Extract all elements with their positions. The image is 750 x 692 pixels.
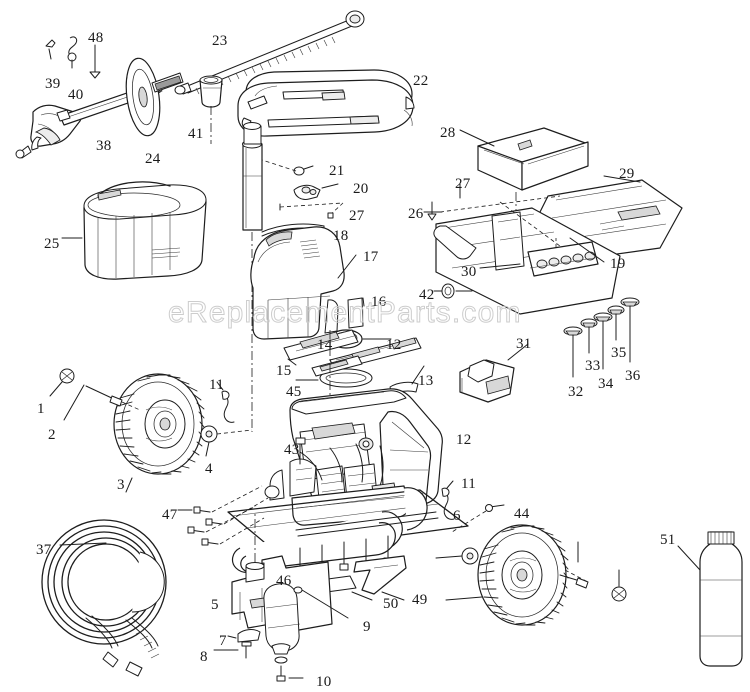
pointer-48	[89, 44, 101, 79]
callout-32: 32	[568, 384, 584, 400]
wheel-left-hardware	[49, 368, 253, 457]
decal-group	[283, 329, 422, 410]
screws-group	[563, 297, 640, 378]
callout-46: 46	[276, 573, 292, 589]
pump-housing	[213, 512, 349, 682]
callout-11-right: 11	[461, 476, 477, 492]
callout-35: 35	[611, 345, 627, 361]
callout-24: 24	[145, 151, 161, 167]
callout-28: 28	[440, 125, 456, 141]
callout-12: 12	[456, 432, 472, 448]
callout-16: 16	[371, 294, 387, 310]
upper-shroud-cowling	[250, 226, 357, 340]
callout-33: 33	[585, 358, 601, 374]
callout-44: 44	[514, 506, 530, 522]
callout-21: 21	[329, 163, 345, 179]
spray-gun-assembly	[15, 81, 163, 159]
pump-bolts-47	[177, 485, 269, 546]
callout-48: 48	[88, 30, 104, 46]
callout-10: 10	[316, 674, 332, 690]
callout-31: 31	[516, 336, 532, 352]
callout-18: 18	[333, 228, 349, 244]
callout-40: 40	[68, 87, 84, 103]
o-ring	[433, 283, 473, 299]
callout-11-left: 11	[209, 377, 225, 393]
callout-1: 1	[37, 401, 45, 417]
callout-37: 37	[36, 542, 52, 558]
callout-34: 34	[598, 376, 614, 392]
callout-19: 19	[610, 256, 626, 272]
callout-22: 22	[413, 73, 429, 89]
callout-36: 36	[625, 368, 641, 384]
wheel-right	[435, 504, 627, 626]
callout-38: 38	[96, 138, 112, 154]
callout-5: 5	[211, 597, 219, 613]
engine-bolt-43	[295, 437, 306, 465]
hose-reel-disc	[125, 57, 184, 137]
engine-oil-bottle	[677, 531, 743, 667]
callout-12b: 12	[386, 337, 402, 353]
callout-30: 30	[461, 264, 477, 280]
callout-25: 25	[44, 236, 60, 252]
callout-43: 43	[284, 442, 300, 458]
callout-4: 4	[205, 461, 213, 477]
detergent-bucket	[61, 181, 207, 280]
callout-51: 51	[660, 532, 676, 548]
callout-27b: 27	[349, 208, 365, 224]
callout-2: 2	[48, 427, 56, 443]
callout-23: 23	[212, 33, 228, 49]
callout-6: 6	[453, 508, 461, 524]
callout-14: 14	[317, 337, 333, 353]
callout-17: 17	[363, 249, 379, 265]
callout-15: 15	[276, 363, 292, 379]
pump-bracket	[459, 343, 529, 403]
callout-13: 13	[418, 373, 434, 389]
callout-29: 29	[619, 166, 635, 182]
cotter-pins	[216, 381, 455, 520]
callout-39: 39	[45, 76, 61, 92]
callout-41: 41	[188, 126, 204, 142]
soap-nozzle-cup	[199, 75, 223, 144]
callout-7: 7	[219, 633, 227, 649]
callout-20: 20	[353, 181, 369, 197]
callout-9: 9	[363, 619, 371, 635]
base-frame	[423, 183, 621, 315]
callout-47: 47	[162, 507, 178, 523]
callout-26: 26	[408, 206, 424, 222]
callout-42: 42	[419, 287, 435, 303]
handle-post	[242, 122, 263, 432]
engine-assembly	[264, 388, 443, 526]
storage-tray	[459, 127, 589, 236]
callout-8: 8	[200, 649, 208, 665]
handle-hardware	[261, 159, 339, 200]
shroud-pins	[279, 202, 344, 219]
callout-27: 27	[455, 176, 471, 192]
shroud-tab	[347, 297, 365, 329]
high-pressure-hose	[41, 519, 167, 677]
lance-wand	[174, 10, 365, 95]
nozzle-tips-group	[45, 36, 78, 69]
wheel-left	[113, 373, 205, 493]
callout-49: 49	[412, 592, 428, 608]
callout-3: 3	[117, 477, 125, 493]
handle-loop	[237, 69, 415, 137]
callout-45: 45	[286, 384, 302, 400]
callout-50: 50	[383, 596, 399, 612]
